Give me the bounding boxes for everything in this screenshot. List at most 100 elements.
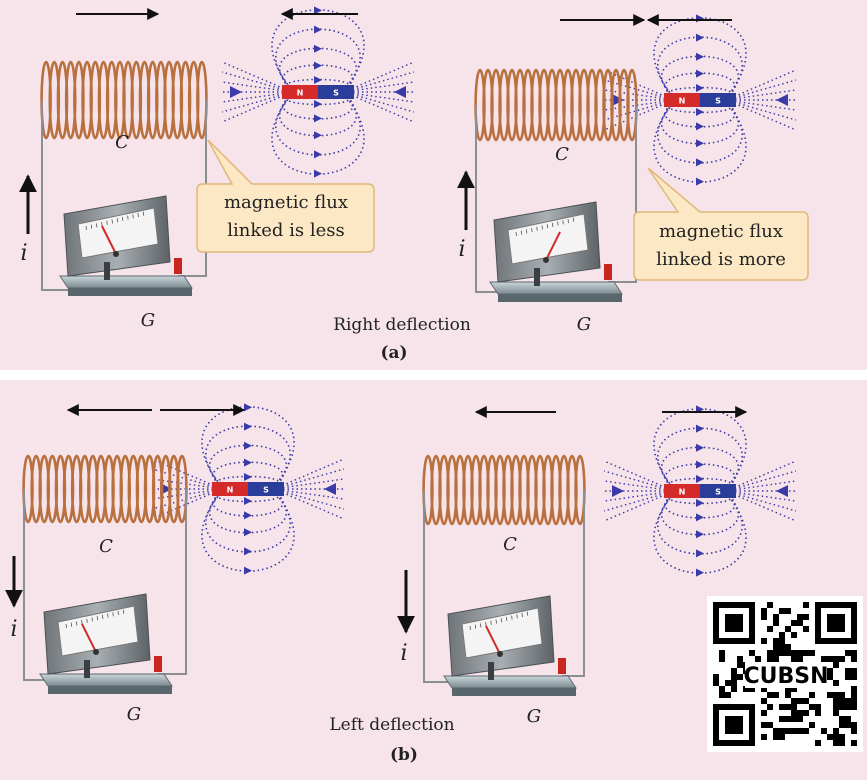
- magnet-s-label: S: [715, 488, 721, 497]
- dial-tick: [572, 217, 575, 222]
- galvanometer-dial: [77, 207, 159, 259]
- field-line-axial: [725, 99, 797, 131]
- galvanometer-needle: [81, 623, 97, 653]
- magnet-n-label: N: [227, 486, 234, 495]
- field-arrowhead: [314, 76, 322, 84]
- qr-module: [779, 644, 785, 650]
- qr-module: [791, 704, 797, 710]
- field-line-axial: [221, 71, 293, 93]
- qr-module: [839, 740, 845, 746]
- dial-tick: [91, 617, 93, 622]
- wire-right: [608, 105, 637, 283]
- qr-module: [797, 614, 803, 620]
- qr-module: [845, 704, 851, 710]
- terminal-black: [534, 268, 540, 286]
- field-arrowhead: [230, 86, 242, 98]
- qr-module: [851, 656, 857, 662]
- galvanometer-label: G: [127, 704, 141, 725]
- dial-tick: [526, 229, 528, 234]
- qr-module: [827, 674, 833, 680]
- current-label: i: [458, 237, 465, 262]
- galvanometer-base-edge: [498, 294, 622, 302]
- field-line-axial: [273, 488, 345, 500]
- terminal-black: [84, 660, 90, 678]
- coil-label: C: [555, 144, 569, 165]
- galvanometer-base: [489, 281, 623, 295]
- qr-module: [791, 728, 797, 734]
- qr-module: [749, 650, 755, 656]
- field-line-axial: [603, 89, 675, 101]
- field-line-lower: [657, 101, 743, 164]
- qr-module: [809, 650, 815, 656]
- galvanometer-needle: [101, 225, 117, 255]
- field-line-axial: [603, 69, 675, 101]
- dial-tick: [516, 614, 518, 619]
- qr-module: [809, 692, 815, 698]
- field-line-axial: [273, 468, 345, 490]
- qr-module: [827, 734, 833, 740]
- qr-module: [719, 656, 725, 662]
- field-line-axial: [603, 79, 675, 101]
- magnet-south: [248, 482, 284, 496]
- qr-module: [767, 626, 773, 632]
- current-label: i: [400, 641, 407, 666]
- dial-tick: [132, 214, 134, 219]
- galvanometer-label: G: [577, 314, 591, 335]
- qr-module: [761, 722, 767, 728]
- qr-module: [767, 692, 773, 698]
- field-arrowhead: [244, 497, 252, 505]
- field-arrowhead: [696, 443, 704, 452]
- field-arrowhead: [314, 169, 322, 178]
- dial-tick: [562, 220, 564, 225]
- dial-tick: [526, 611, 529, 616]
- dial-tick: [106, 220, 108, 225]
- qr-module: [719, 650, 725, 656]
- magnet-south: [318, 85, 354, 99]
- terminal-black: [488, 662, 494, 680]
- qr-module: [815, 740, 821, 746]
- magnet-south: [700, 484, 736, 498]
- qr-module: [833, 656, 839, 662]
- field-line-axial: [725, 460, 797, 492]
- field-arrowhead: [696, 460, 704, 469]
- field-arrowhead: [324, 483, 336, 495]
- qr-module: [851, 668, 857, 674]
- galvanometer: [443, 595, 577, 696]
- coil-label: C: [115, 132, 129, 153]
- field-arrowhead: [244, 547, 252, 556]
- qr-module: [839, 716, 845, 722]
- dial-tick: [520, 230, 523, 235]
- qr-module: [851, 728, 857, 734]
- dial-tick: [96, 223, 98, 228]
- dial-tick: [500, 618, 503, 623]
- field-arrowhead: [314, 44, 322, 53]
- qr-module: [833, 734, 839, 740]
- field-line-axial: [725, 79, 797, 101]
- qr-module: [773, 614, 779, 620]
- dial-tick: [142, 211, 145, 216]
- terminal-red: [174, 258, 182, 274]
- qr-module: [725, 692, 731, 698]
- needle-pivot: [93, 649, 99, 655]
- field-line-axial: [273, 458, 345, 490]
- qr-module: [785, 716, 791, 722]
- dial-tick: [506, 616, 508, 621]
- qr-module: [827, 656, 833, 662]
- qr-module: [797, 710, 803, 716]
- qr-module: [779, 704, 785, 710]
- magnet-s-label: S: [715, 97, 721, 106]
- coil: [40, 60, 208, 291]
- callout-flux-less: magnetic flux linked is less: [196, 139, 375, 253]
- qr-module: [785, 644, 791, 650]
- qr-module: [761, 614, 767, 620]
- qr-text: CUBSN: [743, 664, 828, 689]
- qr-module: [719, 692, 725, 698]
- dial-tick: [531, 228, 533, 233]
- qr-module: [839, 692, 845, 698]
- field-line-axial: [725, 470, 797, 492]
- qr-module: [839, 698, 845, 704]
- qr-module: [785, 686, 791, 692]
